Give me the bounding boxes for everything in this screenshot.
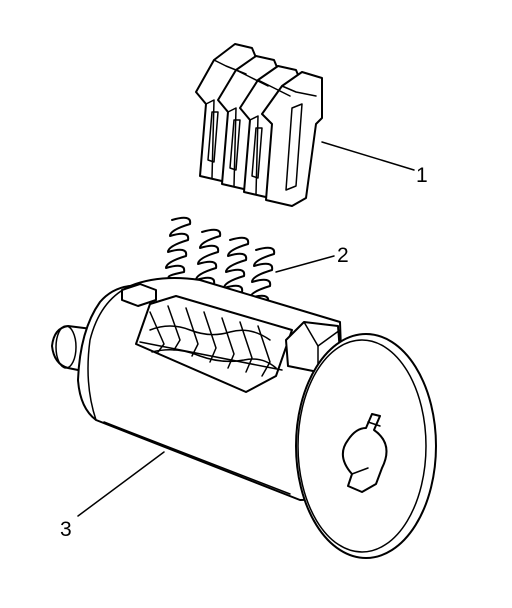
- leader-line-3: [77, 451, 165, 517]
- spring-4: [249, 246, 276, 309]
- tumbler-wafers: [195, 43, 323, 207]
- callout-label-3: 3: [60, 518, 72, 541]
- leader-line-1: [321, 141, 415, 171]
- tumbler-springs: [165, 216, 276, 309]
- callout-label-2: 2: [337, 244, 349, 267]
- leader-line-2: [275, 255, 335, 273]
- spring-3: [223, 236, 250, 299]
- lock-cylinder: [51, 277, 437, 559]
- spring-1: [165, 216, 192, 279]
- spring-2: [195, 228, 222, 291]
- callout-label-1: 1: [416, 164, 428, 187]
